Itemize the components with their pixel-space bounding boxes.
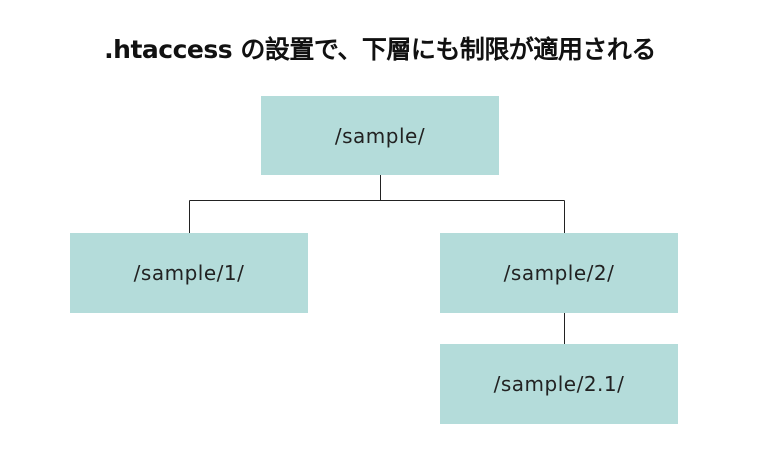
node-sample-root: /sample/ (261, 96, 499, 175)
node-sample-1: /sample/1/ (70, 233, 308, 313)
diagram-title: .htaccess の設置で、下層にも制限が適用される (104, 35, 656, 64)
node-label: /sample/1/ (133, 261, 245, 285)
node-label: /sample/2/ (503, 261, 615, 285)
node-sample-2-1: /sample/2.1/ (440, 344, 678, 424)
node-label: /sample/ (334, 123, 426, 148)
node-sample-2: /sample/2/ (440, 233, 678, 313)
node-label: /sample/2.1/ (493, 372, 625, 396)
